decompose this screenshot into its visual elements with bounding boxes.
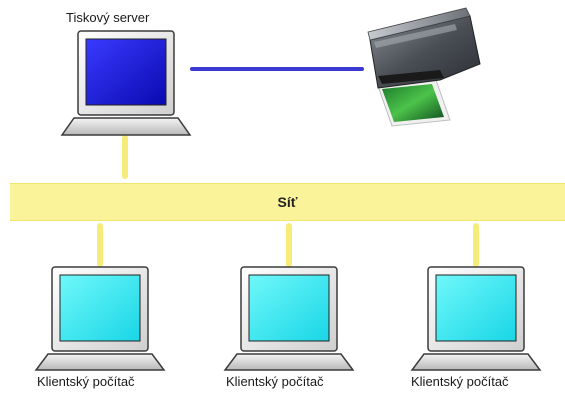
server-label: Tiskový server: [66, 10, 150, 25]
client-label: Klientský počítač: [411, 374, 509, 389]
client-computer-icon: [410, 266, 542, 371]
client-label: Klientský počítač: [226, 374, 324, 389]
client-computer-icon: [34, 266, 166, 371]
printer-icon: [367, 7, 481, 127]
client-computer-icon: [223, 266, 355, 371]
network-label: Síť: [277, 194, 298, 210]
client-label: Klientský počítač: [37, 374, 135, 389]
network-bar: Síť: [10, 183, 565, 221]
client-drop-lines: [97, 223, 479, 267]
server-computer-icon: [60, 30, 192, 136]
